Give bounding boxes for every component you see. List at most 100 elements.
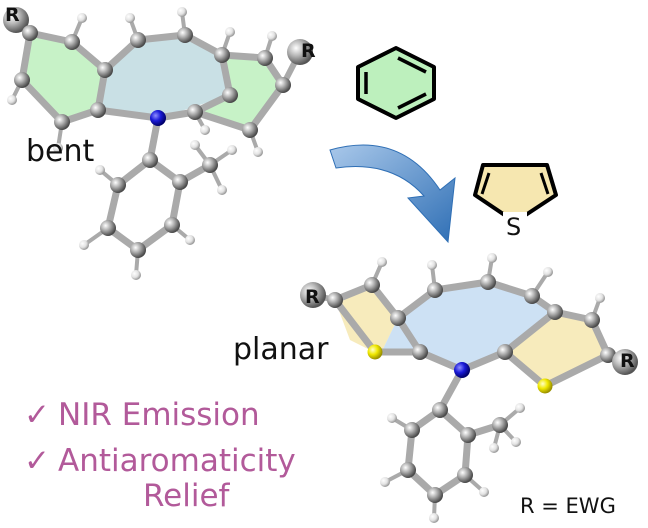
carbon-atom [327,292,343,308]
hydrogen-atom [427,260,437,270]
carbon-atom [164,217,180,233]
carbon-atom [400,462,416,478]
check-icon: ✓ [24,397,50,433]
bullet-nir-emission: ✓NIR Emission [24,397,260,433]
carbon-atom [364,277,380,293]
hydrogen-atom [77,13,87,23]
hydrogen-atom [543,267,553,277]
carbon-atom [497,344,513,360]
bond [246,81,287,134]
hydrogen-atom [227,145,237,155]
carbon-atom [242,122,258,138]
carbon-atom [130,32,146,48]
carbon-atom [547,304,563,320]
hydrogen-atom [380,477,390,487]
hydrogen-atom [185,235,195,245]
bent-label: bent [26,134,95,169]
bond [18,76,66,126]
carbon-atom [524,288,540,304]
carbon-atom [492,417,508,433]
carbon-atom [22,25,38,41]
carbon-atom [100,220,116,236]
benzene-icon [356,46,436,120]
planar-label: planar [233,332,329,367]
carbon-atom [110,177,126,193]
hydrogen-atom [487,253,497,263]
hydrogen-atom [177,7,187,17]
bullet-text: Antiaromaticity [58,443,296,479]
bent-r-label-left: R [5,4,20,26]
carbon-atom [275,77,291,93]
hydrogen-atom [217,185,227,195]
hydrogen-atom [253,147,263,157]
bond [501,308,559,356]
carbon-atom [142,152,158,168]
bond [431,278,492,294]
carbon-atom [172,174,188,190]
carbon-atom [460,427,476,443]
bullet-antiaromaticity: ✓Antiaromaticity [24,443,296,479]
check-icon: ✓ [24,443,50,479]
carbon-atom [214,47,230,63]
bent-central-ring-fill [98,35,230,118]
hydrogen-atom [511,437,521,447]
nitrogen-atom [150,110,166,126]
r-group-atom [287,39,313,65]
hydrogen-atom [225,27,235,37]
hydrogen-atom [595,293,605,303]
hydrogen-atom [53,143,63,153]
hydrogen-atom [377,257,387,267]
bond [331,296,379,356]
carbon-atom [97,62,113,78]
bond [501,348,549,390]
carbon-atom [54,114,70,130]
hydrogen-atom [489,443,499,453]
thiophene-icon [473,163,558,242]
carbon-atom [457,467,473,483]
carbon-atom [257,50,273,66]
carbon-atom [187,104,203,120]
transformation-arrow [329,144,456,244]
r-group-atom [612,349,638,375]
carbon-atom [202,157,218,173]
carbon-atom [404,422,420,438]
bent-r-label-right: R [301,40,316,62]
hydrogen-atom [387,413,397,423]
planar-right-thiophene-fill [505,312,608,385]
bond [94,106,162,122]
sulfur-atom [537,378,553,394]
planar-r-label-right: R [620,350,635,372]
carbon-atom [14,72,30,88]
carbon-atom [427,282,443,298]
carbon-atom [427,487,443,503]
carbon-atom [480,274,496,290]
carbon-atom [600,347,616,363]
carbon-atom [64,34,80,50]
r-definition-label: R = EWG [520,494,616,518]
r-group-atom [3,7,29,33]
carbon-atom [130,242,146,258]
planar-r-label-left: R [305,286,320,308]
hydrogen-atom [79,240,89,250]
hydrogen-atom [95,165,105,175]
bond [541,351,612,390]
r-group-atom [300,282,326,308]
atom-spheres [3,7,638,523]
hydrogen-atom [429,513,439,523]
bullet-text: NIR Emission [58,397,260,433]
hydrogen-atom [200,125,210,135]
thiophene-sulfur-label: S [506,213,522,241]
carbon-atom [90,102,106,118]
hydrogen-atom [125,13,135,23]
carbon-atom [584,312,600,328]
sulfur-atom [367,344,383,360]
carbon-atom [222,87,238,103]
hydrogen-atom [190,140,200,150]
nitrogen-atom [454,362,470,378]
carbon-atom [432,402,448,418]
carbon-atom [412,344,428,360]
hydrogen-atom [7,95,17,105]
bullet-relief: Relief [143,478,230,514]
